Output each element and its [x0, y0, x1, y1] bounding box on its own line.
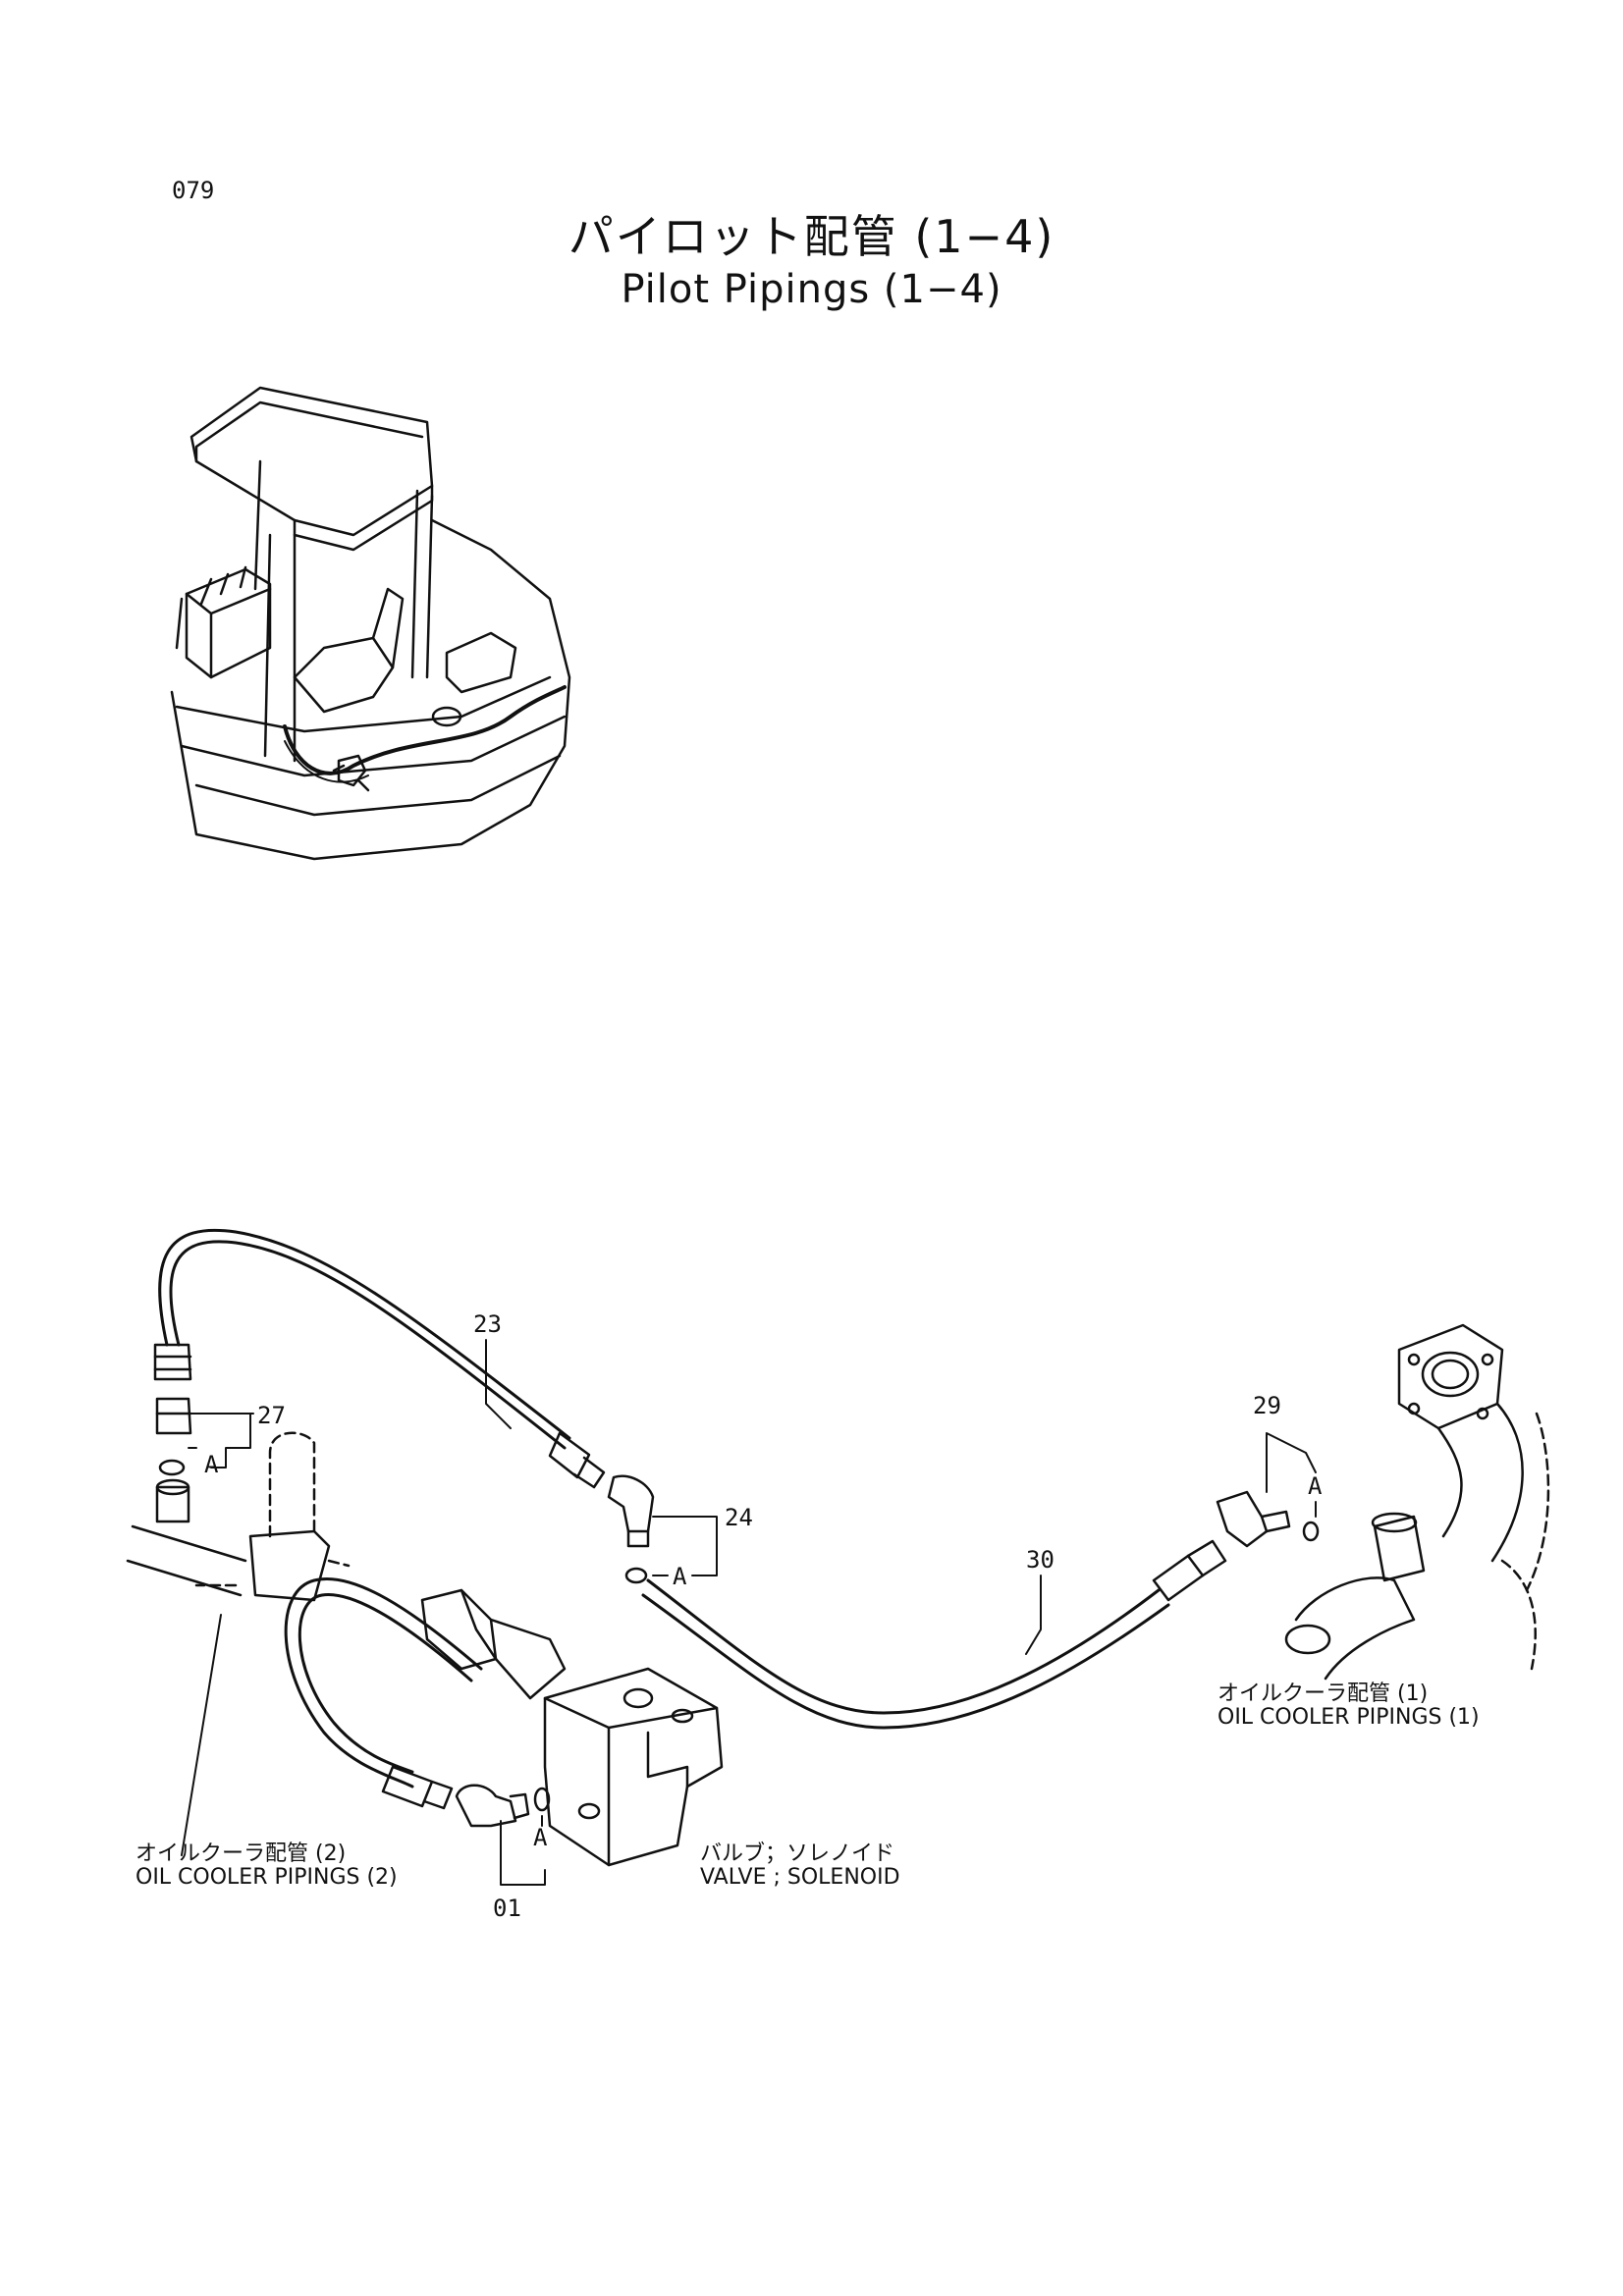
elbow-fitting-24 [607, 1474, 655, 1584]
label-valve-solenoid-en: VALVE ; SOLENOID [700, 1865, 900, 1890]
page-title-japanese: パイロット配管 (1−4) [568, 210, 1055, 263]
callout-30: 30 [1026, 1546, 1055, 1574]
o-ring-ref-a-bottom: A [533, 1824, 548, 1851]
callout-29: 29 [1253, 1392, 1281, 1419]
label-oil-cooler-pipings-1-en: OIL COOLER PIPINGS (1) [1217, 1705, 1480, 1730]
pipe-30 [641, 1539, 1227, 1730]
hose-loop [284, 1577, 483, 1810]
elbow-fitting-01 [455, 1784, 551, 1828]
label-oil-cooler-pipings-2-en: OIL COOLER PIPINGS (2) [135, 1865, 398, 1890]
connector-29 [1216, 1490, 1320, 1548]
oil-cooler-pipe-2 [126, 1431, 351, 1602]
leader-lines [181, 1339, 1317, 1886]
solenoid-valve-block [543, 1667, 724, 1867]
label-oil-cooler-pipings-2-jp: オイルクーラ配管 (2) [135, 1842, 347, 1866]
label-oil-cooler-pipings-1-jp: オイルクーラ配管 (1) [1217, 1682, 1429, 1706]
hose-23 [153, 1228, 606, 1489]
machine-overview-illustration [170, 386, 571, 861]
o-ring-ref-a-mid: A [673, 1563, 687, 1590]
adapter-fitting [420, 1588, 567, 1700]
connector-27 [155, 1397, 192, 1523]
page-number: 079 [172, 177, 215, 204]
callout-27: 27 [257, 1402, 286, 1429]
o-ring-ref-a-right: A [1308, 1472, 1323, 1500]
callout-01: 01 [493, 1895, 521, 1922]
page-title-english: Pilot Pipings (1−4) [621, 267, 1002, 312]
callout-23: 23 [473, 1310, 502, 1338]
oil-cooler-pipe-1 [1284, 1323, 1550, 1681]
callout-24: 24 [725, 1504, 753, 1531]
label-valve-solenoid-jp: バルブ；ソレノイド [700, 1842, 895, 1866]
o-ring-ref-a-left: A [204, 1451, 219, 1478]
